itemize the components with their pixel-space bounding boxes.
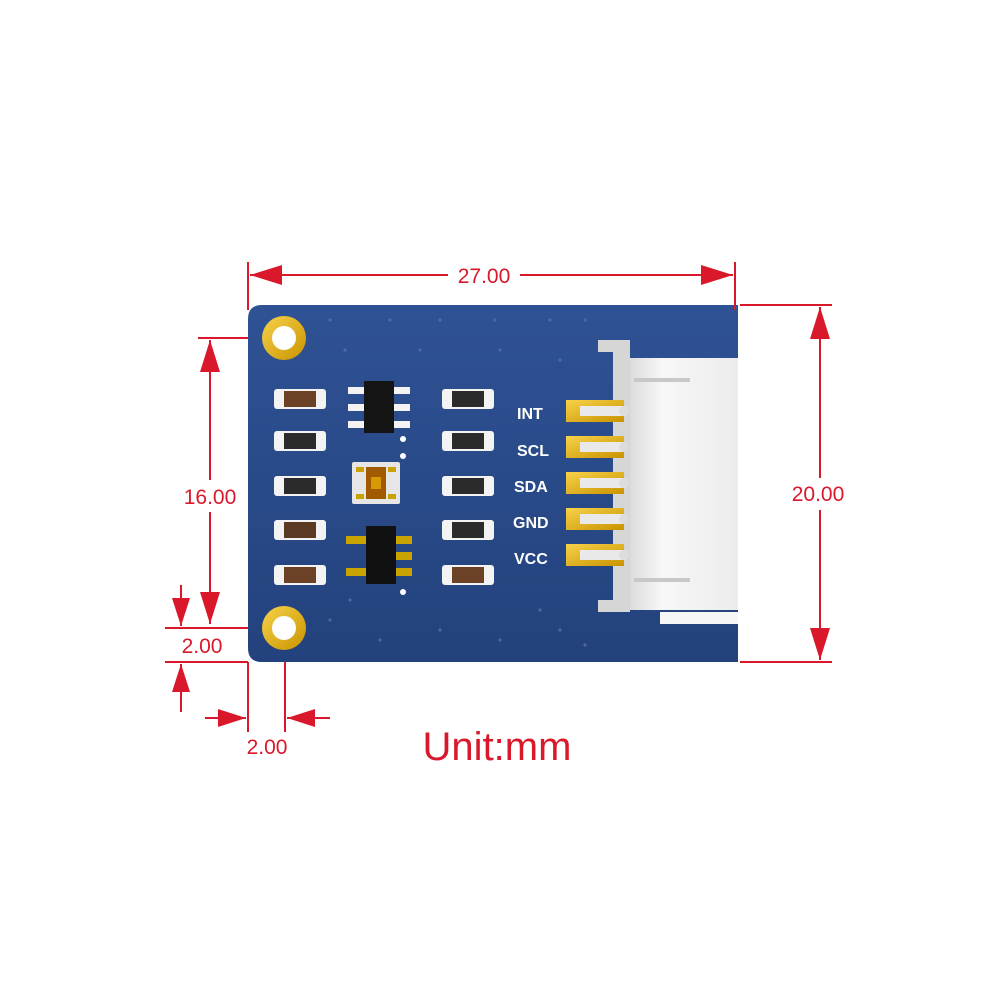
connector-housing — [598, 340, 738, 624]
dimension-hole-offset-x-label: 2.00 — [247, 736, 288, 759]
dimension-width-label: 27.00 — [458, 265, 511, 288]
dimension-height-label: 20.00 — [792, 483, 845, 506]
pin-labels: INT SCL SDA GND VCC — [513, 406, 549, 568]
dimension-height — [740, 304, 832, 663]
dimension-hole-spacing-label: 16.00 — [184, 486, 237, 509]
dimension-lines — [165, 262, 832, 732]
passive-components-left — [274, 389, 326, 585]
unit-label: Unit:mm — [423, 725, 572, 769]
ic-chip-bottom — [346, 526, 412, 595]
light-sensor — [352, 453, 406, 504]
pin-label-vcc: VCC — [514, 551, 548, 568]
ic-chip-top — [348, 381, 410, 442]
pin-label-gnd: GND — [513, 515, 549, 532]
mounting-hole-top — [262, 316, 306, 360]
dimension-hole-offset-x — [205, 662, 330, 732]
pin-label-int: INT — [517, 406, 543, 423]
dimension-hole-spacing — [198, 337, 248, 624]
dimension-width — [247, 262, 736, 310]
pin-label-sda: SDA — [514, 479, 548, 496]
connector-pins — [566, 400, 629, 566]
mounting-hole-bottom — [262, 606, 306, 650]
pin-label-scl: SCL — [517, 443, 549, 460]
dimension-hole-offset-y-label: 2.00 — [182, 635, 223, 658]
dimension-hole-offset-y — [165, 585, 248, 712]
passive-components-right — [442, 389, 494, 585]
pcb-vias — [328, 318, 587, 647]
